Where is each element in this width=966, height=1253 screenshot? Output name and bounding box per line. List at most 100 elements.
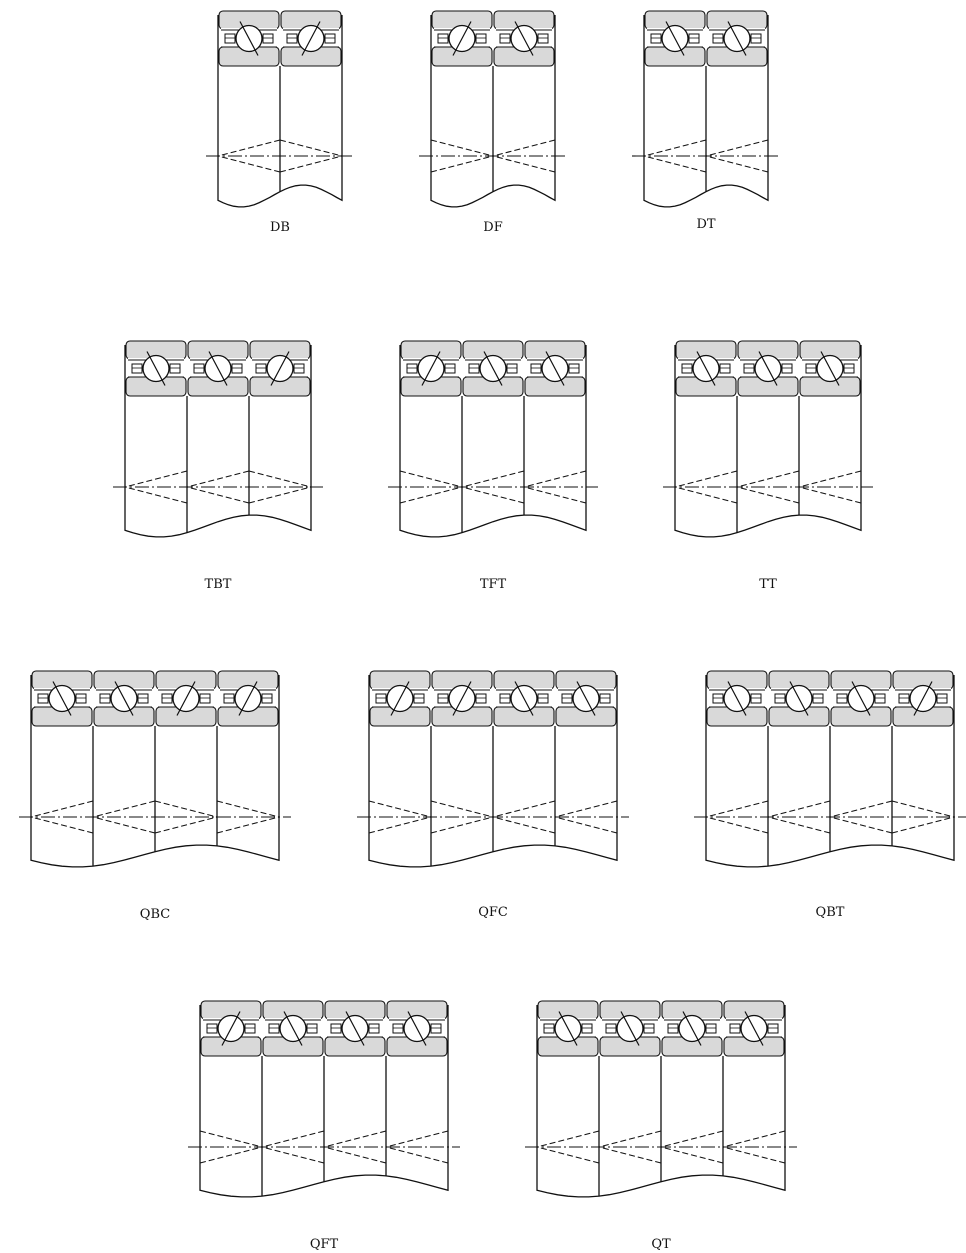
cage-square	[750, 693, 762, 704]
contact-angle-line	[820, 351, 840, 386]
load-line-upper	[736, 470, 800, 488]
load-line-upper	[722, 1130, 786, 1148]
load-line-lower	[523, 486, 587, 504]
cage-square	[719, 363, 731, 374]
arrangement-db: DB	[206, 10, 354, 235]
cage-square	[643, 1023, 655, 1034]
contact-angle-line	[620, 1011, 640, 1046]
contact-angle-line	[696, 351, 716, 386]
contact-angle-line	[239, 21, 259, 56]
contact-angle-line	[146, 351, 166, 386]
load-line-lower	[722, 1146, 786, 1164]
bearing-3	[154, 670, 218, 834]
cage-square	[705, 1023, 717, 1034]
cage-square	[468, 363, 480, 374]
load-line-lower	[124, 486, 188, 504]
cage-square	[268, 1023, 280, 1034]
arrangement-label: QFC	[478, 905, 508, 920]
body-outline	[368, 675, 618, 868]
contact-angle-line	[421, 351, 441, 386]
cage-square	[874, 693, 886, 704]
load-line-upper	[492, 139, 556, 157]
contact-angle-line	[758, 351, 778, 386]
load-line-lower	[186, 486, 250, 504]
bearing-2	[430, 670, 494, 834]
cage-square	[774, 693, 786, 704]
contact-angle-line	[558, 1011, 578, 1046]
cage-square	[767, 1023, 779, 1034]
arrangement-tbt: TBT	[113, 340, 323, 592]
arrangement-label: QBT	[816, 905, 845, 920]
bearing-2	[279, 10, 343, 173]
arrangement-label: TT	[759, 577, 777, 592]
cage-square	[667, 1023, 679, 1034]
cage-square	[688, 33, 700, 44]
cage-square	[681, 363, 693, 374]
bearing-2	[598, 1000, 662, 1164]
contact-angle-line	[744, 1011, 764, 1046]
cage-square	[413, 693, 425, 704]
cage-square	[444, 363, 456, 374]
load-line-upper	[643, 139, 707, 157]
cage-square	[530, 363, 542, 374]
bearing-4	[385, 1000, 449, 1164]
arrangement-label: TBT	[205, 577, 232, 592]
cage-square	[537, 693, 549, 704]
cage-square	[568, 363, 580, 374]
load-line-upper	[705, 139, 769, 157]
load-line-lower	[279, 155, 343, 173]
cage-square	[843, 363, 855, 374]
arrangement-qft: QFT	[188, 1000, 460, 1252]
cage-square	[293, 363, 305, 374]
bearing-1	[536, 1000, 600, 1164]
cage-square	[375, 693, 387, 704]
load-line-lower	[368, 816, 432, 834]
cage-square	[392, 1023, 404, 1034]
load-line-lower	[154, 816, 218, 834]
contact-angle-line	[114, 681, 134, 716]
load-line-upper	[674, 470, 738, 488]
cage-square	[805, 363, 817, 374]
load-line-lower	[323, 1146, 387, 1164]
cage-square	[199, 693, 211, 704]
load-line-upper	[92, 800, 156, 818]
contact-angle-line	[52, 681, 72, 716]
load-line-upper	[199, 1130, 263, 1148]
contact-angle-line	[483, 351, 503, 386]
cage-square	[193, 363, 205, 374]
contact-angle-line	[452, 681, 472, 716]
cage-square	[743, 363, 755, 374]
arrangement-label: DT	[696, 217, 715, 232]
contact-angle-line	[514, 681, 534, 716]
load-line-upper	[598, 1130, 662, 1148]
load-line-upper	[523, 470, 587, 488]
contact-angle-line	[576, 681, 596, 716]
body-outline	[217, 15, 343, 208]
load-line-upper	[399, 470, 463, 488]
load-line-upper	[261, 1130, 325, 1148]
arrangement-label: QT	[651, 1237, 671, 1252]
cage-square	[499, 33, 511, 44]
contact-angle-line	[238, 681, 258, 716]
load-line-upper	[368, 800, 432, 818]
bearing-2	[186, 340, 250, 504]
arrangement-df: DF	[419, 10, 567, 235]
arrangement-label: QBC	[140, 907, 170, 922]
contact-angle-line	[665, 21, 685, 56]
contact-angle-line	[545, 351, 565, 386]
load-line-upper	[248, 470, 312, 488]
load-line-upper	[217, 139, 281, 157]
load-line-lower	[598, 1146, 662, 1164]
load-line-lower	[492, 816, 556, 834]
cage-square	[898, 693, 910, 704]
load-line-lower	[554, 816, 618, 834]
contact-angle-line	[452, 21, 472, 56]
contact-angle-line	[727, 21, 747, 56]
bearing-1	[199, 1000, 263, 1164]
cage-square	[599, 693, 611, 704]
bearing-1	[30, 670, 94, 834]
cage-square	[712, 33, 724, 44]
load-line-upper	[30, 800, 94, 818]
load-line-upper	[536, 1130, 600, 1148]
load-line-lower	[92, 816, 156, 834]
